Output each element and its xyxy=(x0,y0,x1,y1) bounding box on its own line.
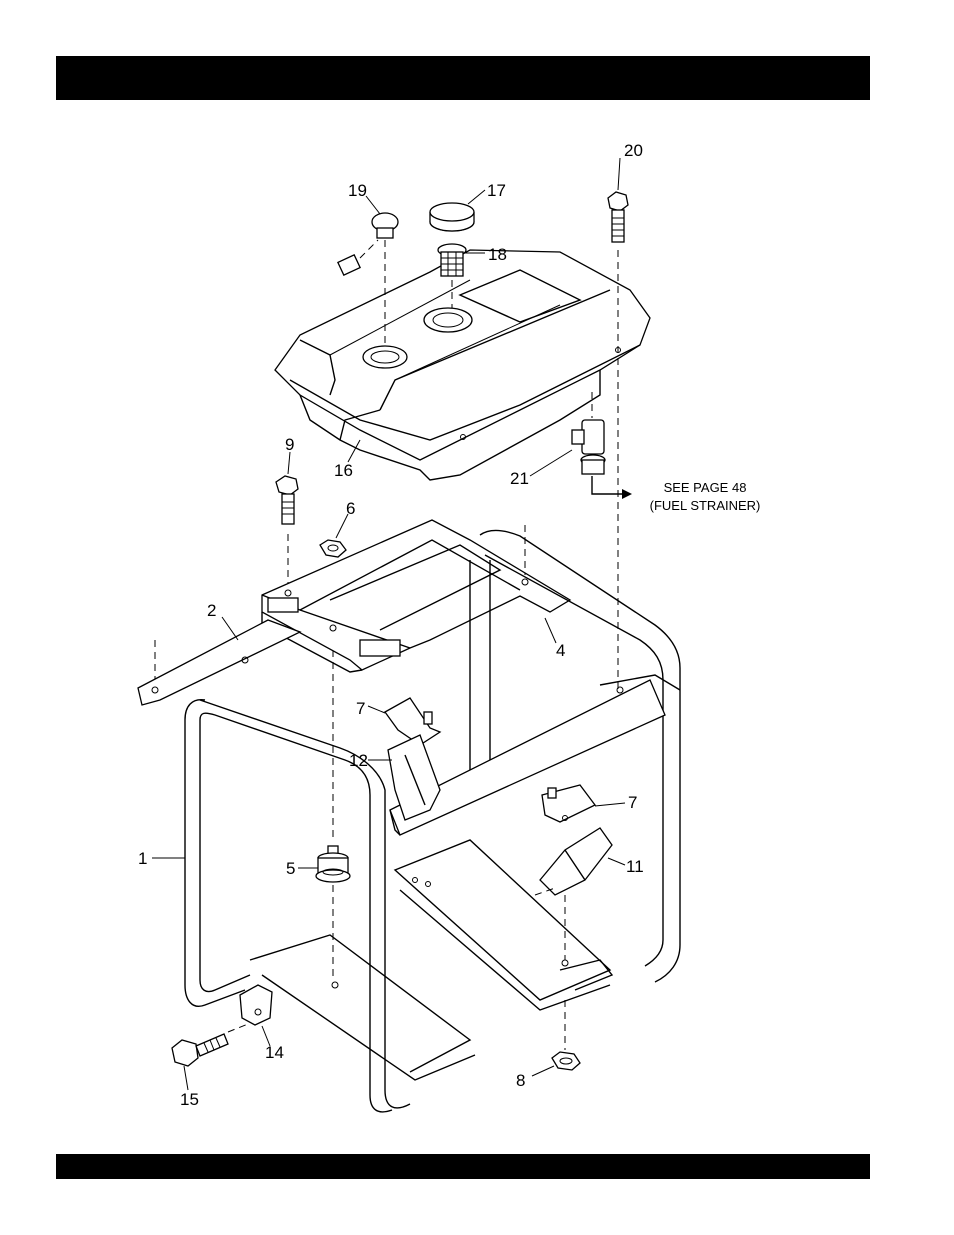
bolt-9 xyxy=(276,476,298,590)
bolt-15 xyxy=(172,1024,248,1066)
callout-16: 16 xyxy=(334,461,353,480)
callout-21: 21 xyxy=(510,469,529,488)
callout-11: 11 xyxy=(626,857,644,876)
note-line-1: SEE PAGE 48 xyxy=(664,480,747,495)
callout-7-lower: 7 xyxy=(628,793,637,812)
bracket-14 xyxy=(240,985,272,1025)
fuel-cap xyxy=(430,203,474,231)
callout-2: 2 xyxy=(207,601,216,620)
callout-9: 9 xyxy=(285,435,294,454)
callout-1: 1 xyxy=(138,849,147,868)
nut-8 xyxy=(552,1000,580,1070)
callout-14: 14 xyxy=(265,1043,284,1062)
note-line-2: (FUEL STRAINER) xyxy=(650,498,761,513)
callout-4: 4 xyxy=(556,641,565,660)
bracket-11 xyxy=(535,828,612,960)
callout-17: 17 xyxy=(487,181,506,200)
callout-19: 19 xyxy=(348,181,367,200)
fuel-valve xyxy=(572,392,632,499)
fuel-strainer-note: SEE PAGE 48 (FUEL STRAINER) xyxy=(650,480,761,513)
callout-8: 8 xyxy=(516,1071,525,1090)
bolt-20 xyxy=(608,192,628,690)
callout-5: 5 xyxy=(286,859,295,878)
callout-7-upper: 7 xyxy=(356,699,365,718)
callout-18: 18 xyxy=(488,245,507,264)
callout-12: 12 xyxy=(349,751,368,770)
tank-bracket xyxy=(138,520,570,705)
callout-15: 15 xyxy=(180,1090,199,1109)
callout-20: 20 xyxy=(624,141,643,160)
mount-bracket-7-lower xyxy=(542,785,595,822)
rubber-mount-5 xyxy=(316,846,350,980)
callout-6: 6 xyxy=(346,499,355,518)
